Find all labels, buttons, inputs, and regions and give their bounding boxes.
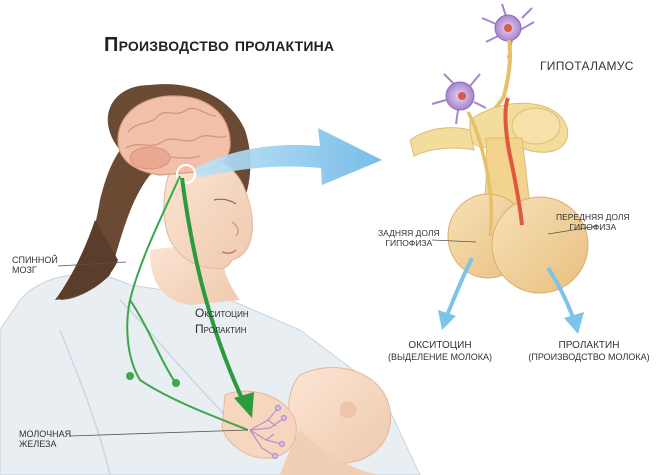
posterior-pituitary-label: ЗАДНЯЯ ДОЛЯ ГИПОФИЗА [378, 229, 440, 249]
anterior-pituitary-label: ПЕРЕДНЯЯ ДОЛЯ ГИПОФИЗА [556, 213, 630, 233]
diagram-title: Производство пролактина [104, 34, 334, 57]
baby-ear [340, 401, 356, 418]
oxytocin-arrow [446, 258, 472, 318]
neuron-top [482, 4, 534, 114]
mammary-gland-label: МОЛОЧНАЯ ЖЕЛЕЗА [19, 429, 71, 450]
spinal-cord-label: СПИННОЙ МОЗГ [12, 255, 58, 276]
hypothalamus-label: ГИПОТАЛАМУС [540, 60, 634, 74]
pituitary-gland [410, 98, 588, 293]
prolactin-label: ПРОЛАКТИН (ПРОИЗВОДСТВО МОЛОКА) [519, 340, 657, 362]
hormones-path-label: Окситоцин Пролактин [195, 306, 249, 337]
oxytocin-label: ОКСИТОЦИН (ВЫДЕЛЕНИЕ МОЛОКА) [370, 340, 510, 362]
